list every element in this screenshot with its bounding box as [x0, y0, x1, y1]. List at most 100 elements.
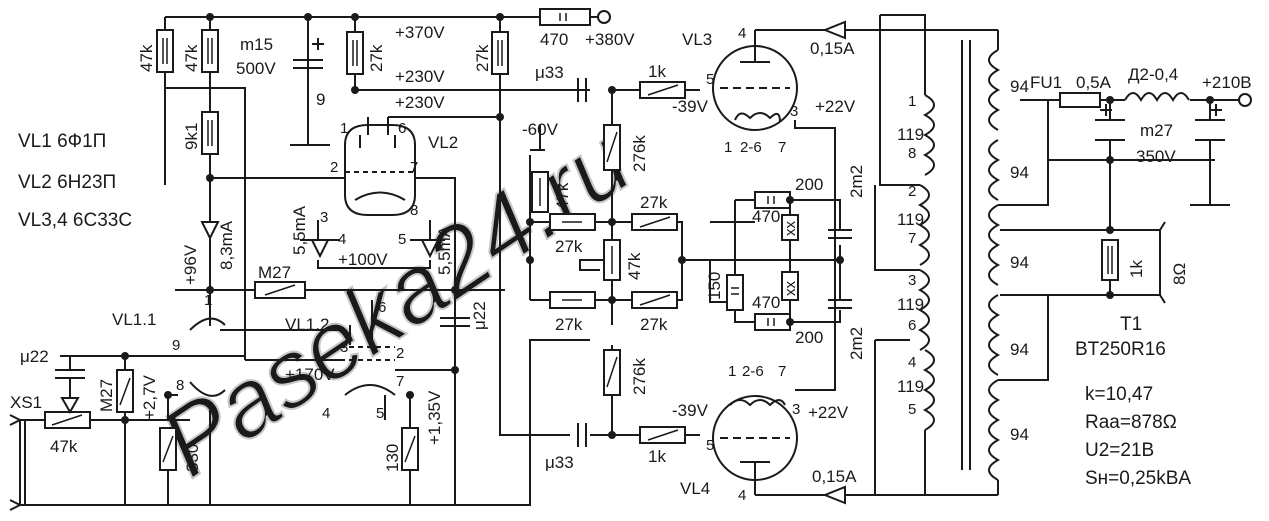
- capacitor-m15: [293, 38, 324, 69]
- input-parts: [9, 369, 419, 511]
- label-w119-4: 119: [897, 377, 924, 396]
- label-vl1-2: VL1.2: [285, 315, 329, 334]
- label-speaker: 8Ω: [1170, 263, 1189, 285]
- label-r47k-bias: 47k: [553, 182, 572, 210]
- label-v370: +370V: [395, 23, 445, 42]
- label-i55b: 5,5mA: [435, 225, 454, 275]
- label-vl3-pin7: 7: [778, 139, 786, 156]
- label-param-sn: Sн=0,25kBA: [1085, 468, 1191, 489]
- label-r27k-a: 27k: [367, 44, 386, 72]
- label-v27: +2,7V: [140, 374, 159, 420]
- label-v500: 500V: [236, 59, 276, 78]
- tube-type-list: VL1 6Ф1П VL2 6Н23П VL3,4 6С33С: [18, 131, 132, 231]
- tube-type-vl2: VL2 6Н23П: [18, 172, 116, 193]
- label-t1: T1: [1120, 314, 1142, 335]
- label-w119-1: 119: [897, 125, 924, 144]
- label-v100: +100V: [338, 250, 388, 269]
- tube-type-vl1: VL1 6Ф1П: [18, 131, 106, 152]
- resistor-27k-a: [346, 31, 364, 75]
- label-vl3-pin1: 1: [724, 139, 732, 156]
- label-vl12-pin4: 4: [322, 405, 330, 422]
- label-r47k-b: 47k: [182, 44, 201, 72]
- label-r27k-l1: 27k: [555, 237, 583, 256]
- label-current: 8,3mA: [217, 220, 236, 270]
- driver-labels: 47k 47k 9k1 m15 500V 27k 27k 8,3mA +96V …: [10, 35, 492, 472]
- label-xx-b: xx: [782, 281, 799, 297]
- label-vl2-pin5: 5: [398, 231, 406, 248]
- label-vl11-pin9: 9: [172, 337, 180, 354]
- tube-vl4: [712, 395, 798, 485]
- tube-vl3: [712, 40, 798, 131]
- label-r276-bot: 276k: [630, 358, 649, 395]
- label-vl12-pin6: 6: [378, 299, 386, 316]
- label-i015-bot: 0,15A: [812, 467, 857, 486]
- current-arrows: [200, 221, 440, 259]
- label-vl11-pin1: 1: [204, 292, 212, 309]
- label-tpin-1: 1: [908, 93, 916, 110]
- label-fu1: FU1: [1030, 73, 1062, 92]
- label-v39-bot: -39V: [672, 401, 709, 420]
- label-v22-top: +22V: [815, 97, 856, 116]
- label-vl3-pin4: 4: [738, 25, 746, 42]
- resistor-47k-a: [156, 29, 174, 73]
- label-r470-supply: 470: [540, 30, 568, 49]
- coupling-capacitors: [577, 78, 587, 447]
- label-r470-bot: 470: [752, 293, 780, 312]
- label-r130: 130: [383, 444, 402, 472]
- label-in-r: M27: [97, 379, 116, 412]
- label-v135: +1,35V: [425, 390, 444, 445]
- label-r9k1: 9k1: [182, 123, 201, 150]
- label-c-top: μ33: [535, 63, 564, 82]
- label-in-cap: μ22: [20, 347, 49, 366]
- label-fuse-rating: 0,5A: [1076, 73, 1112, 92]
- label-vl4-pin4: 4: [738, 487, 746, 504]
- label-r200-bot: 200: [795, 328, 823, 347]
- label-r27k-b: 27k: [473, 44, 492, 72]
- label-i55a: 5,5mA: [290, 205, 309, 255]
- label-r27k-r1: 27k: [640, 193, 668, 212]
- label-v22-bot: +22V: [808, 403, 849, 422]
- label-r150: 150: [705, 272, 724, 300]
- label-r27k-r2: 27k: [640, 315, 668, 334]
- label-vl4-pin5: 5: [706, 437, 714, 454]
- label-vl12-pin2: 2: [396, 345, 404, 362]
- label-vl2-pin2: 2: [330, 159, 338, 176]
- cathode-network: [726, 191, 852, 331]
- label-vl12-pin3: 3: [340, 339, 348, 356]
- label-v96: +96V: [181, 244, 200, 285]
- resistor-47k-b: [201, 29, 219, 73]
- resistor-27k-b: [491, 31, 509, 75]
- supply-labels: 470 +380V +370V +230V +230V +210В FU1 0,…: [395, 23, 1252, 166]
- label-vl12-pin7: 7: [396, 373, 404, 390]
- label-v210: +210В: [1202, 73, 1252, 92]
- secondary-supply: [1059, 92, 1252, 304]
- label-bias: -60V: [522, 120, 559, 139]
- label-v39-top: -39V: [672, 97, 709, 116]
- label-param-k: k=10,47: [1085, 384, 1153, 405]
- label-r1k-top: 1k: [648, 62, 666, 81]
- label-m27: M27: [258, 263, 291, 282]
- label-vl4-pin7: 7: [778, 363, 786, 380]
- label-cap-value: m27: [1140, 121, 1173, 140]
- label-w94-5: 94: [1010, 425, 1029, 444]
- label-vl2-pin4: 4: [338, 231, 346, 248]
- label-w119-2: 119: [897, 210, 924, 229]
- label-r200-top: 200: [795, 175, 823, 194]
- label-vl3-pin5: 5: [706, 71, 714, 88]
- label-tpin-8: 8: [908, 145, 916, 162]
- plate-arrows: [822, 20, 846, 505]
- label-w119-3: 119: [897, 295, 924, 314]
- resistor-m27-horizontal: [254, 281, 306, 299]
- label-tpin-7: 7: [908, 230, 916, 247]
- label-vl11-pin8: 8: [176, 377, 184, 394]
- label-vl4-pin26: 2-6: [742, 363, 764, 380]
- label-vl2-pin3: 3: [320, 209, 328, 226]
- bias-resistors: [531, 81, 686, 444]
- label-tpin-5: 5: [908, 401, 916, 418]
- label-c2m2-top: 2m2: [847, 165, 866, 198]
- label-vl3-pin26: 2-6: [740, 139, 762, 156]
- label-vl2-pin1: 1: [340, 120, 348, 137]
- transformer-t1: [917, 40, 1001, 481]
- label-xs1: XS1: [10, 393, 42, 412]
